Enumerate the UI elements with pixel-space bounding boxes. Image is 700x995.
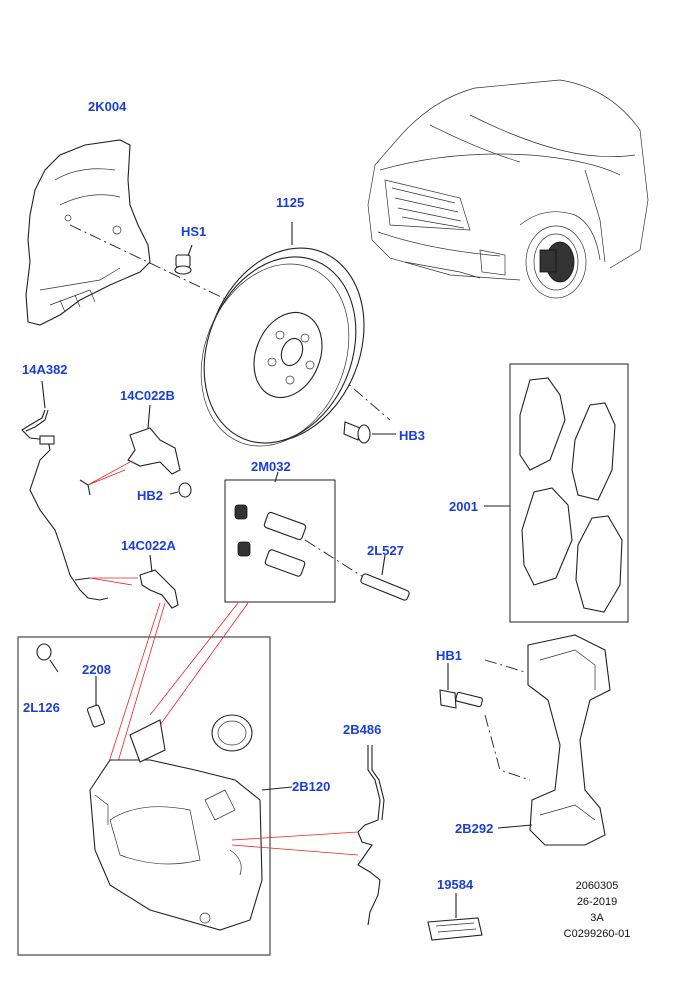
reference-block: 2060305 26-2019 3A C0299260-01	[542, 878, 652, 942]
cap-2208	[86, 676, 106, 728]
callout-HB3[interactable]: HB3	[399, 428, 426, 443]
callout-19584[interactable]: 19584	[437, 877, 474, 892]
reference-line-3: 3A	[590, 912, 604, 924]
callout-14C022A[interactable]: 14C022A	[121, 538, 176, 553]
bolt-hb2	[169, 482, 192, 498]
leader-red-2	[89, 577, 138, 586]
reference-line-1: 2060305	[575, 880, 619, 892]
callout-2M032[interactable]: 2M032	[251, 459, 291, 474]
wear-sensor-wire	[21, 380, 109, 601]
callout-HB1[interactable]: HB1	[436, 648, 463, 663]
vehicle-illustration	[367, 79, 649, 299]
leader-red-5	[231, 831, 359, 856]
callout-2B120[interactable]: 2B120	[292, 779, 331, 794]
callout-2208[interactable]: 2208	[82, 662, 111, 677]
bleed-screw	[36, 643, 59, 673]
guide-kit-parts	[234, 471, 307, 577]
axis-line	[69, 224, 391, 421]
guide-pin	[360, 554, 410, 601]
callout-2K004[interactable]: 2K004	[88, 99, 127, 114]
callout-2001[interactable]: 2001	[449, 499, 478, 514]
leader-red-3	[99, 602, 166, 791]
leader-red-4	[149, 602, 249, 726]
caliper-box	[17, 636, 271, 956]
splash-shield	[25, 139, 151, 326]
callout-14A382[interactable]: 14A382	[22, 362, 68, 377]
brake-pad-box	[509, 363, 629, 623]
bolt-hb3	[343, 421, 396, 444]
bolt-hb1	[439, 663, 483, 709]
callout-14C022B[interactable]: 14C022B	[120, 388, 175, 403]
callout-HB2[interactable]: HB2	[137, 488, 164, 503]
callout-2B486[interactable]: 2B486	[343, 722, 382, 737]
clip-bracket-b	[127, 404, 181, 475]
reference-line-4: C0299260-01	[563, 928, 631, 940]
bolt-hs1	[174, 244, 193, 275]
reference-line-2: 26-2019	[576, 896, 618, 908]
callout-2L527[interactable]: 2L527	[367, 543, 404, 558]
piston-seal	[211, 714, 253, 752]
leader-red-1	[87, 461, 131, 486]
guide-kit-box	[224, 479, 336, 603]
brake-pads	[484, 377, 623, 613]
anti-rattle-spring	[357, 745, 385, 926]
clip-bracket-a	[139, 554, 179, 609]
callout-2B292[interactable]: 2B292	[455, 821, 494, 836]
brake-disc	[200, 222, 365, 447]
brake-caliper	[89, 719, 293, 931]
grease-sachet	[427, 893, 483, 941]
caliper-carrier	[497, 634, 611, 846]
callout-1125[interactable]: 1125	[276, 195, 305, 210]
callout-HS1[interactable]: HS1	[181, 224, 207, 239]
carrier-axis-line	[484, 659, 531, 781]
callout-2L126[interactable]: 2L126	[23, 700, 60, 715]
